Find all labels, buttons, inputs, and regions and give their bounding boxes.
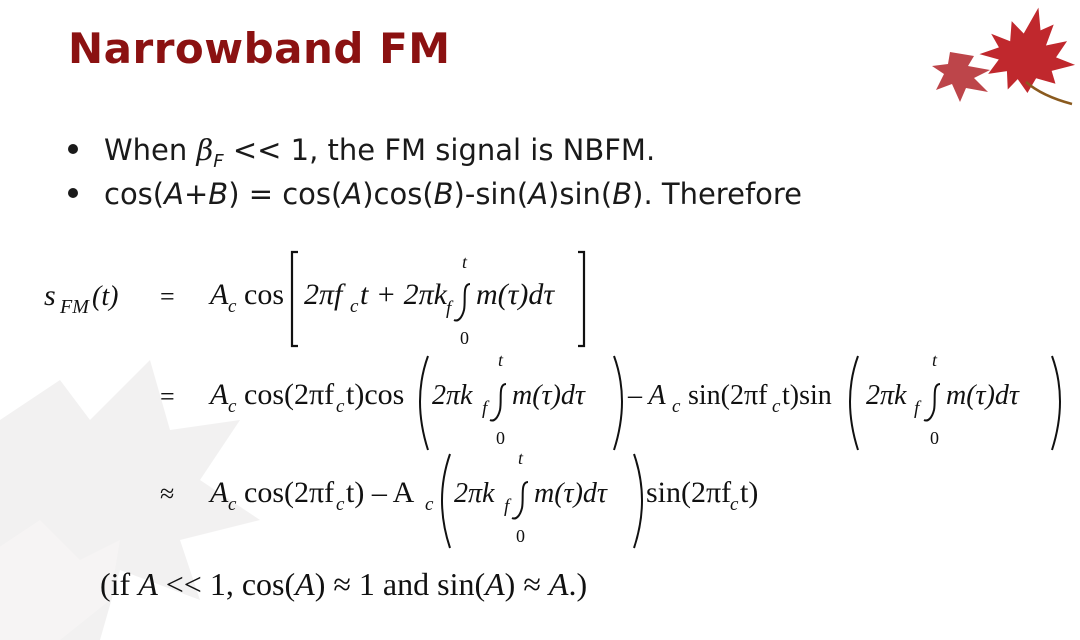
svg-text:c: c — [672, 396, 681, 417]
svg-text:FM: FM — [59, 296, 90, 318]
svg-text:0: 0 — [516, 526, 525, 546]
svg-text:t)sin: t)sin — [782, 380, 832, 411]
svg-text:0: 0 — [460, 328, 469, 348]
approx-sign: ≈ — [160, 479, 174, 508]
bullet-item-1: When βF << 1, the FM signal is NBFM. — [66, 128, 802, 172]
equals-1: = — [160, 282, 175, 311]
svg-text:0: 0 — [496, 428, 505, 448]
svg-text:m(τ)dτ: m(τ)dτ — [946, 380, 1020, 411]
svg-text:c: c — [228, 296, 237, 317]
svg-text:t: t — [518, 448, 524, 468]
svg-text:A: A — [208, 378, 229, 411]
lhs-s: s — [44, 279, 56, 312]
svg-text:c: c — [425, 494, 434, 515]
svg-text:2πf: 2πf — [304, 278, 346, 311]
svg-text:c: c — [228, 396, 237, 417]
bullet-dot — [68, 188, 78, 198]
approximation-note: (if A << 1, cos(A) ≈ 1 and sin(A) ≈ A.) — [100, 566, 588, 602]
svg-text:t): t) — [740, 476, 758, 509]
svg-text:0: 0 — [930, 428, 939, 448]
bullet-dot — [68, 144, 78, 154]
equation-line-2: A c cos(2πf c t)cos 2πk f t 0 m(τ)dτ – A… — [208, 350, 1061, 451]
bullet-item-2: cos(A+B) = cos(A)cos(B)-sin(A)sin(B). Th… — [66, 172, 802, 216]
equation-line-3: A c cos(2πf c t) – A c 2πk f t 0 m(τ)dτ … — [208, 448, 758, 549]
equals-2: = — [160, 382, 175, 411]
svg-text:t)cos: t)cos — [346, 378, 404, 411]
beta-symbol: β — [196, 133, 214, 167]
svg-text:f: f — [914, 398, 922, 419]
svg-text:m(τ)dτ: m(τ)dτ — [512, 380, 586, 411]
svg-text:c: c — [336, 396, 345, 417]
svg-text:c: c — [228, 494, 237, 515]
svg-text:t: t — [932, 350, 938, 370]
svg-text:cos(2πf: cos(2πf — [244, 378, 334, 411]
svg-text:f: f — [504, 496, 512, 517]
svg-text:A: A — [208, 278, 229, 311]
svg-text:m(τ)dτ: m(τ)dτ — [534, 478, 608, 509]
svg-text:t: t — [462, 252, 468, 272]
svg-text:2πk: 2πk — [866, 380, 907, 411]
svg-text:c: c — [730, 494, 739, 515]
bullet-list: When βF << 1, the FM signal is NBFM. cos… — [66, 128, 802, 216]
maple-leaf-logo — [932, 7, 1076, 106]
svg-text:t: t — [498, 350, 504, 370]
svg-text:t) – A: t) – A — [346, 476, 415, 509]
svg-text:f: f — [482, 398, 490, 419]
slide-title: Narrowband FM — [68, 24, 451, 73]
svg-text:f: f — [446, 298, 454, 319]
svg-text:cos: cos — [244, 278, 284, 311]
svg-text:sin(2πf: sin(2πf — [688, 380, 768, 411]
svg-text:sin(2πf: sin(2πf — [646, 476, 731, 509]
svg-text:c: c — [772, 396, 781, 417]
svg-text:t + 2πk: t + 2πk — [360, 278, 448, 311]
svg-text:m(τ)dτ: m(τ)dτ — [476, 278, 555, 311]
svg-text:2πk: 2πk — [454, 478, 495, 509]
svg-text:c: c — [350, 296, 359, 317]
svg-text:– A: – A — [627, 380, 666, 411]
svg-text:c: c — [336, 494, 345, 515]
svg-text:cos(2πf: cos(2πf — [244, 476, 334, 509]
svg-text:A: A — [208, 476, 229, 509]
svg-text:2πk: 2πk — [432, 380, 473, 411]
equation-line-1: A c cos 2πf c t + 2πk f t 0 m(τ)dτ — [208, 250, 586, 348]
svg-text:(t): (t) — [92, 281, 118, 312]
